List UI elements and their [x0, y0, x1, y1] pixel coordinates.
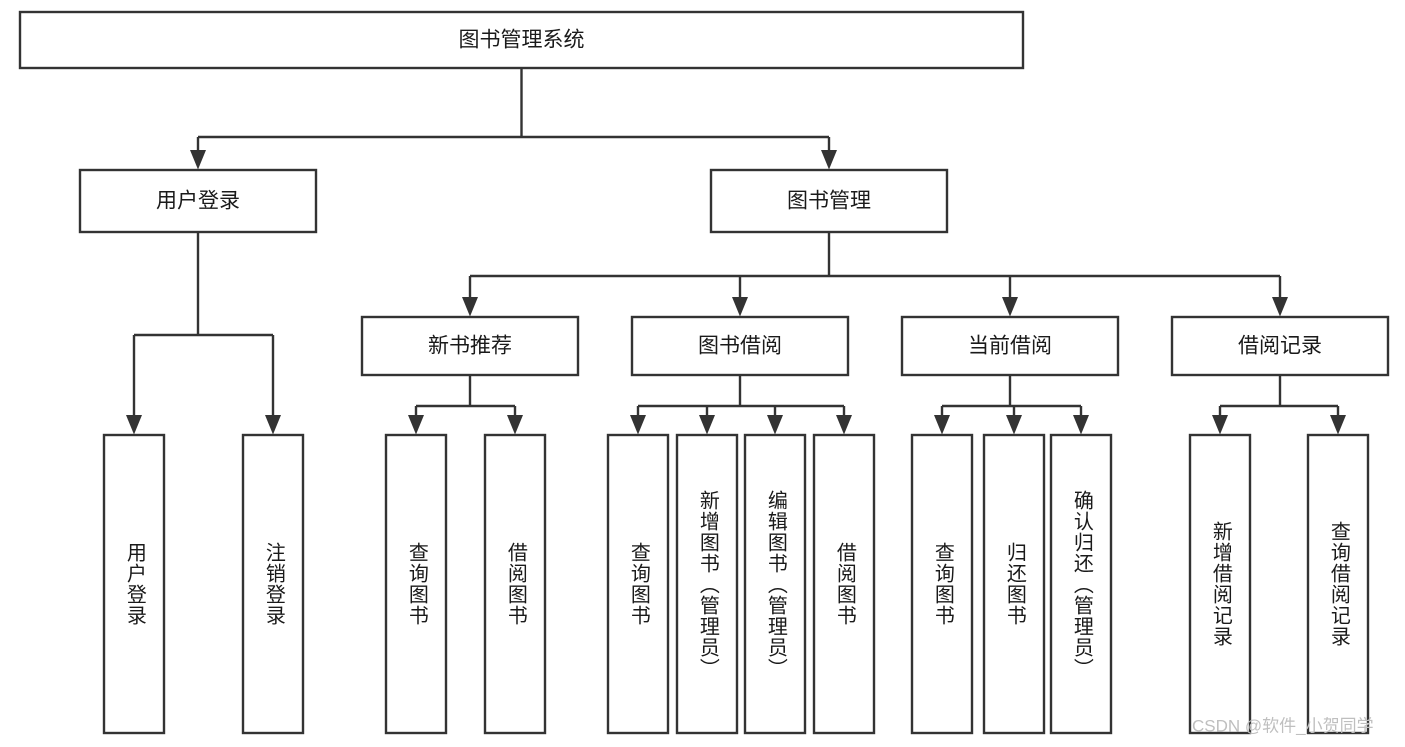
arrow-head-leaf-confirm-return	[1073, 415, 1089, 435]
arrow-head-current-borrow	[1002, 297, 1018, 317]
leaf-node-leaf-user-login[interactable]	[102, 433, 166, 735]
node-label-user-login: 用户登录	[156, 190, 240, 213]
connector-layer	[126, 68, 1346, 435]
level3-node-book-borrow[interactable]: 图书借阅	[630, 315, 850, 377]
leaf-node-leaf-add-book[interactable]	[675, 433, 739, 735]
leaf-node-leaf-borrow-book-2[interactable]	[812, 433, 876, 735]
arrow-head-leaf-borrow-book-1	[507, 415, 523, 435]
node-box-leaf-borrow-book-2[interactable]	[812, 433, 876, 735]
node-box-user-login[interactable]	[78, 168, 318, 234]
arrow-head-borrow-record	[1272, 297, 1288, 317]
node-label-borrow-record: 借阅记录	[1238, 335, 1322, 358]
leaf-node-leaf-return-book[interactable]	[982, 433, 1046, 735]
arrow-head-leaf-add-book	[699, 415, 715, 435]
level2-node-user-login[interactable]: 用户登录	[78, 168, 318, 234]
leaf-node-leaf-borrow-book-1[interactable]	[483, 433, 547, 735]
node-box-leaf-logout[interactable]	[241, 433, 305, 735]
arrow-head-book-manage	[821, 150, 837, 170]
node-label-current-borrow: 当前借阅	[968, 335, 1052, 358]
level3-node-new-book-rec[interactable]: 新书推荐	[360, 315, 580, 377]
arrow-head-leaf-borrow-book-2	[836, 415, 852, 435]
arrow-head-leaf-query-book-2	[630, 415, 646, 435]
root-node-root[interactable]: 图书管理系统	[18, 10, 1025, 70]
leaf-node-leaf-query-book-2[interactable]	[606, 433, 670, 735]
node-box-book-borrow[interactable]	[630, 315, 850, 377]
node-box-leaf-confirm-return[interactable]	[1049, 433, 1113, 735]
arrow-head-leaf-query-book-3	[934, 415, 950, 435]
arrow-head-leaf-user-login	[126, 415, 142, 435]
arrow-head-leaf-return-book	[1006, 415, 1022, 435]
node-box-leaf-add-book[interactable]	[675, 433, 739, 735]
arrow-head-user-login	[190, 150, 206, 170]
leaf-node-leaf-query-record[interactable]	[1306, 433, 1370, 735]
node-box-leaf-borrow-book-1[interactable]	[483, 433, 547, 735]
leaf-node-leaf-edit-book[interactable]	[743, 433, 807, 735]
leaf-node-leaf-add-record[interactable]	[1188, 433, 1252, 735]
level3-node-current-borrow[interactable]: 当前借阅	[900, 315, 1120, 377]
node-box-new-book-rec[interactable]	[360, 315, 580, 377]
node-box-leaf-query-book-3[interactable]	[910, 433, 974, 735]
arrow-head-leaf-edit-book	[767, 415, 783, 435]
node-label-book-manage: 图书管理	[787, 190, 871, 213]
leaf-node-leaf-confirm-return[interactable]	[1049, 433, 1113, 735]
node-box-leaf-query-book-2[interactable]	[606, 433, 670, 735]
node-box-leaf-query-record[interactable]	[1306, 433, 1370, 735]
node-box-borrow-record[interactable]	[1170, 315, 1390, 377]
arrow-head-leaf-add-record	[1212, 415, 1228, 435]
arrow-head-new-book-rec	[462, 297, 478, 317]
leaf-node-leaf-logout[interactable]	[241, 433, 305, 735]
node-box-leaf-query-book-1[interactable]	[384, 433, 448, 735]
leaf-node-leaf-query-book-3[interactable]	[910, 433, 974, 735]
node-label-new-book-rec: 新书推荐	[428, 335, 512, 358]
arrow-head-leaf-query-record	[1330, 415, 1346, 435]
node-box-leaf-return-book[interactable]	[982, 433, 1046, 735]
node-label-root: 图书管理系统	[459, 29, 585, 52]
level2-node-book-manage[interactable]: 图书管理	[709, 168, 949, 234]
node-box-current-borrow[interactable]	[900, 315, 1120, 377]
arrow-head-book-borrow	[732, 297, 748, 317]
node-box-root[interactable]	[18, 10, 1025, 70]
node-box-leaf-add-record[interactable]	[1188, 433, 1252, 735]
watermark-label: CSDN @软件_小贺同学	[1192, 716, 1374, 735]
node-box-book-manage[interactable]	[709, 168, 949, 234]
arrow-head-leaf-query-book-1	[408, 415, 424, 435]
node-box-leaf-user-login[interactable]	[102, 433, 166, 735]
level3-node-borrow-record[interactable]: 借阅记录	[1170, 315, 1390, 377]
node-label-book-borrow: 图书借阅	[698, 335, 782, 358]
leaf-node-leaf-query-book-1[interactable]	[384, 433, 448, 735]
node-box-leaf-edit-book[interactable]	[743, 433, 807, 735]
arrow-head-leaf-logout	[265, 415, 281, 435]
